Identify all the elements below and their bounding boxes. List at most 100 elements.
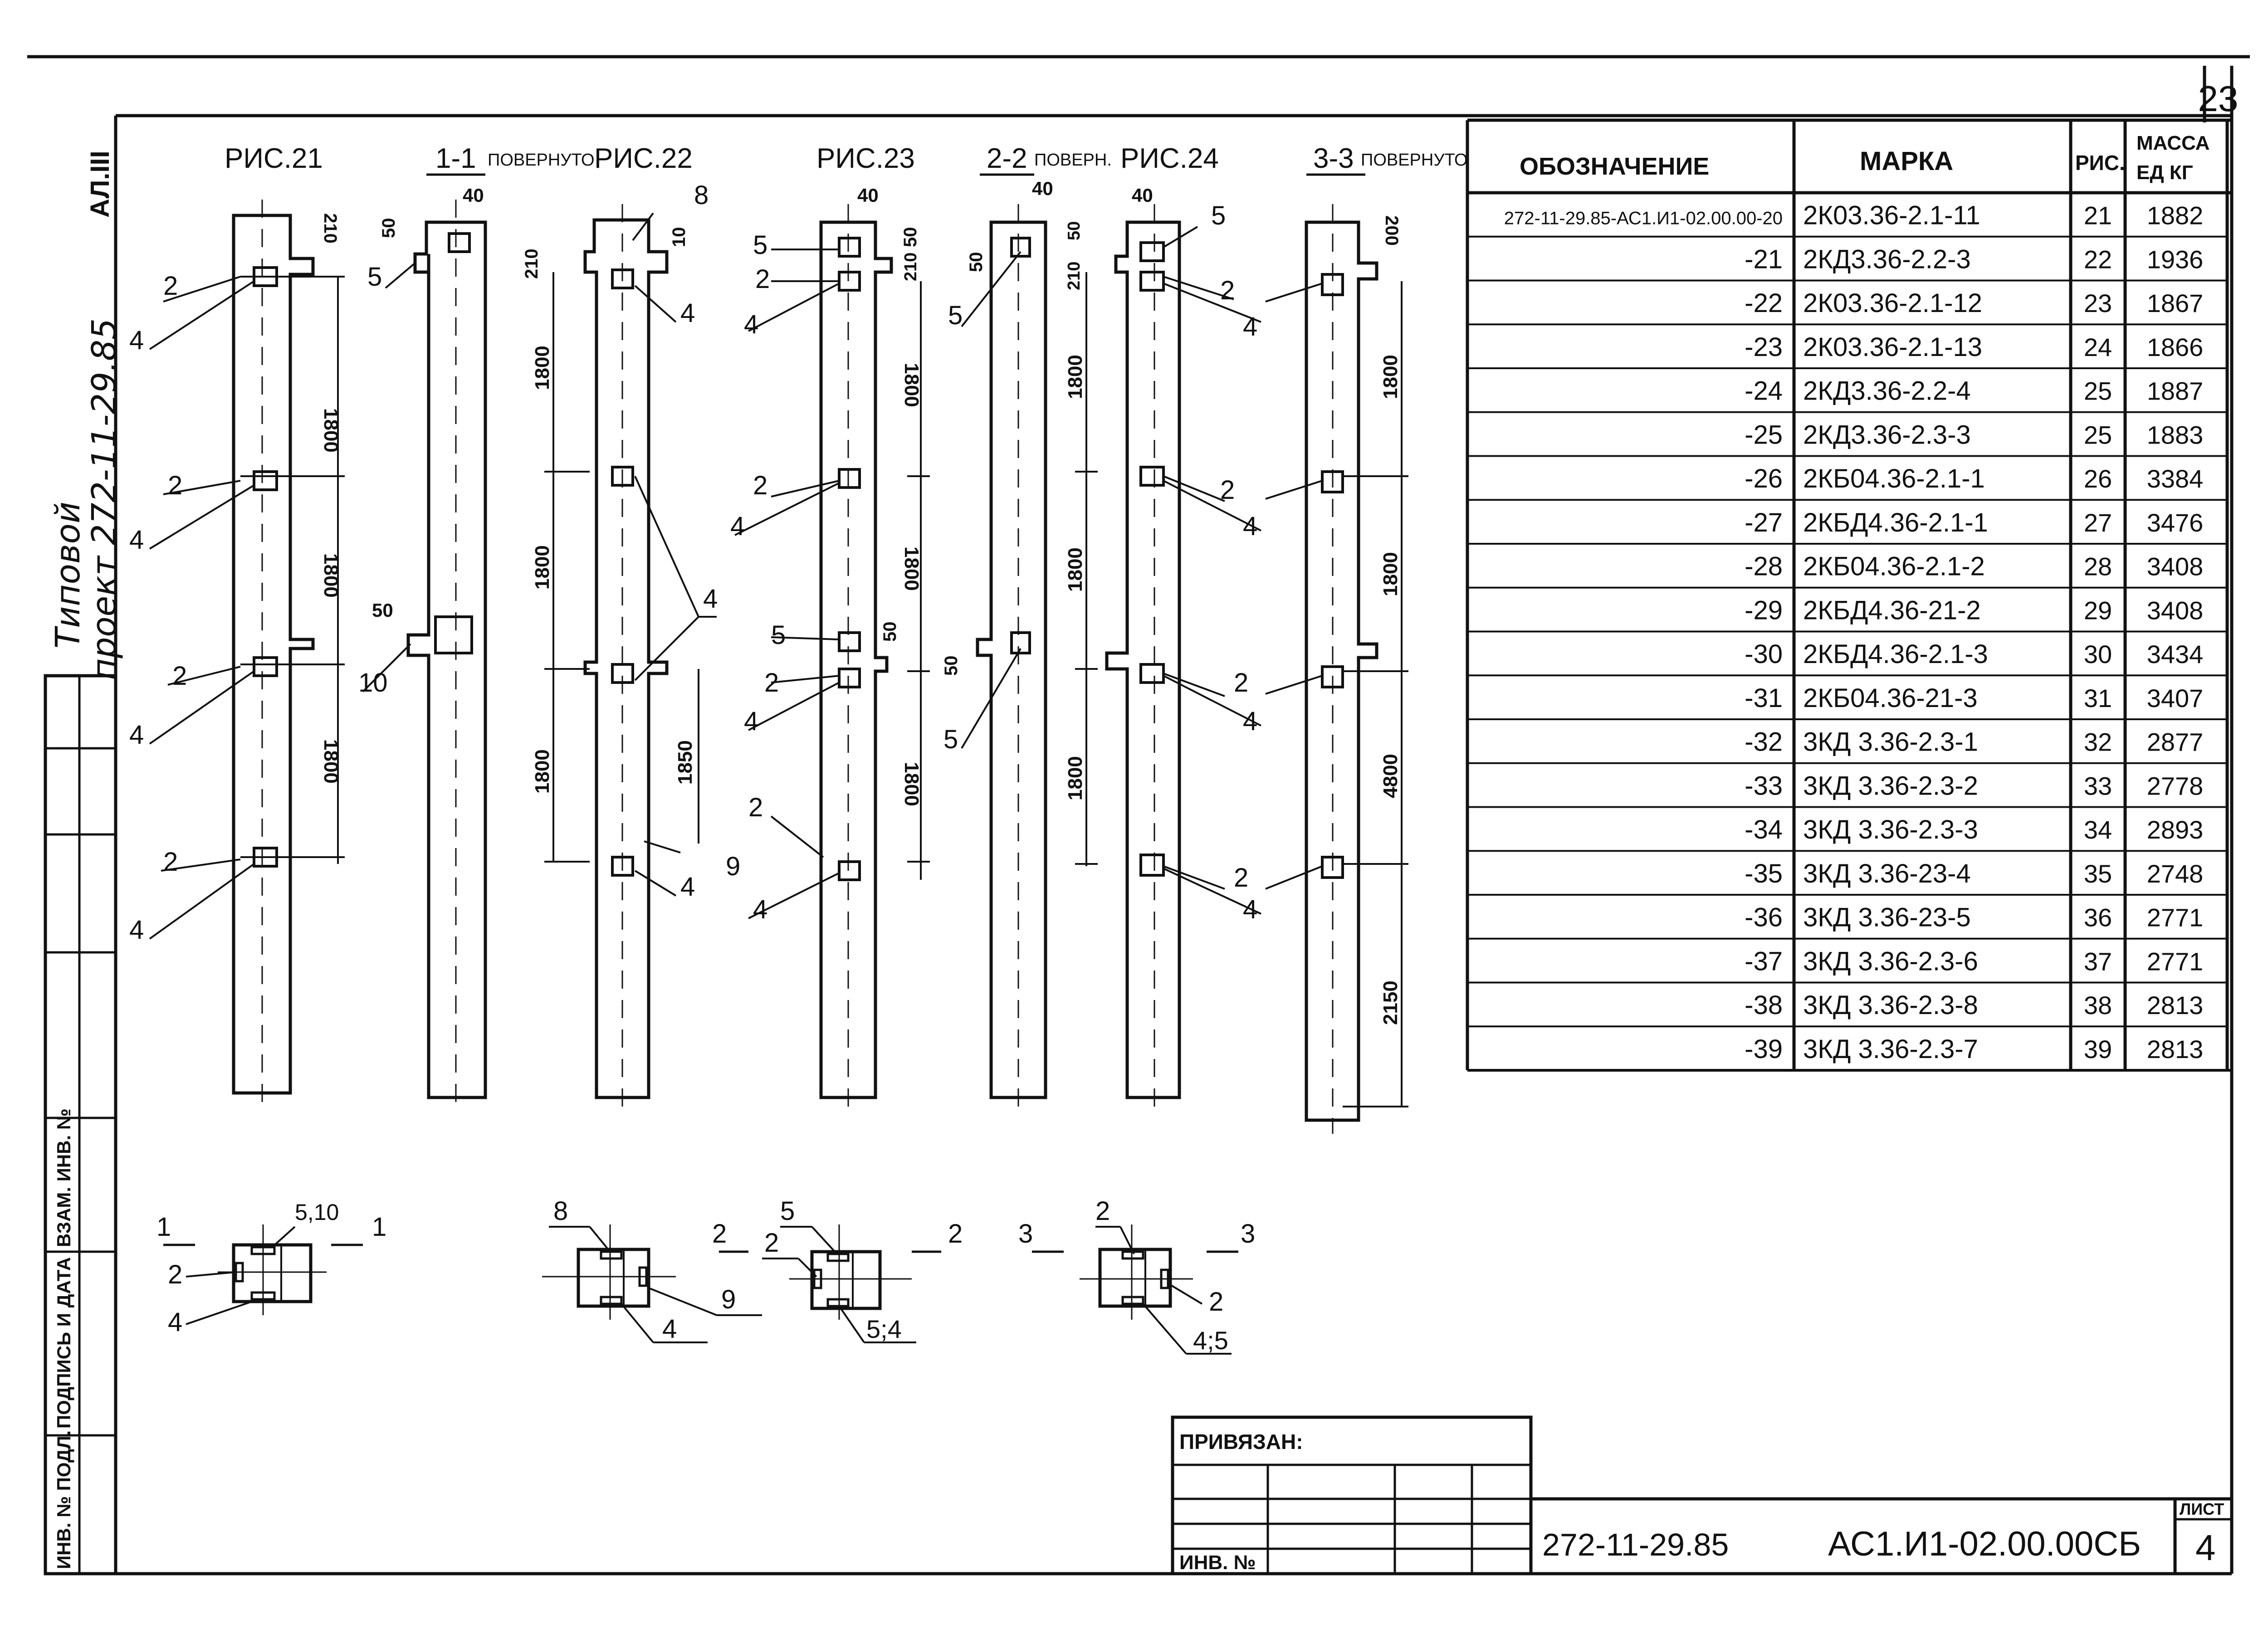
svg-text:40: 40 [1032,178,1053,199]
table-cell-designation: -30 [1745,639,1783,669]
table-cell-designation: -39 [1745,1034,1783,1064]
header-fig: РИС. [2075,151,2125,175]
plan-fig22: 8 9 4 [542,1196,762,1344]
table-cell-fig: 34 [2084,815,2112,844]
table-cell-mass: 1882 [2147,201,2204,230]
svg-text:2: 2 [1095,1196,1110,1226]
svg-text:2: 2 [712,1219,727,1249]
svg-text:1850: 1850 [674,740,696,785]
table-cell-mark: 2КБ04.36-21-3 [1803,683,1978,713]
table-cell-designation: -29 [1745,595,1783,625]
table-cell-fig: 28 [2084,552,2112,581]
column-section-1-1 [406,200,487,1111]
callout-labels: 2 4 2 4 2 4 2 4 5 10 8 4 4 4 9 5 2 4 2 4… [129,180,1257,945]
svg-text:50: 50 [372,600,393,621]
table-cell-mark: 2КБ04.36-2.1-1 [1803,464,1985,493]
side-stamp-sign-date: ПОДПИСЬ И ДАТА [53,1257,74,1429]
table-cell-mass: 2813 [2147,1035,2204,1063]
svg-text:2: 2 [764,668,779,697]
table-cell-fig: 35 [2084,859,2112,888]
svg-text:10: 10 [669,227,689,248]
svg-text:4: 4 [703,584,718,614]
table-cell-mass: 2771 [2147,903,2204,932]
header-mass-1: МАССА [2136,132,2210,154]
stamp-code-left: 272-11-29.85 [1542,1527,1729,1562]
svg-text:2: 2 [1209,1287,1223,1317]
table-cell-fig: 25 [2084,377,2112,405]
svg-text:1800: 1800 [1064,756,1086,800]
svg-text:1800: 1800 [531,749,553,794]
svg-text:5: 5 [367,262,382,292]
table-cell-fig: 39 [2084,1035,2112,1063]
table-cell-designation: -37 [1745,946,1783,976]
plan-section-2-2: 2 2 5 2 5;4 [712,1196,963,1343]
sheet-number: 23 [2198,78,2239,119]
svg-text:2: 2 [168,471,182,500]
table-cell-designation: -22 [1745,288,1783,318]
svg-text:1800: 1800 [1379,552,1402,596]
svg-text:2: 2 [1234,863,1248,893]
svg-text:40: 40 [857,185,879,206]
table-cell-mass: 3384 [2147,464,2204,493]
table-cell-mark: 2КБ04.36-2.1-2 [1803,552,1985,581]
table-cell-mark: 3КД 3.36-2.3-1 [1803,727,1978,757]
svg-text:2: 2 [168,1260,182,1289]
table-cell-mark: 3КД 3.36-2.3-8 [1803,990,1978,1020]
table-cell-designation: -24 [1745,376,1783,406]
table-cell-mark: 2КБД4.36-2.1-1 [1803,508,1988,537]
table-cell-fig: 36 [2084,903,2112,932]
caption-fig21: РИС.21 [225,143,323,174]
svg-text:10: 10 [358,668,388,697]
table-cell-fig: 26 [2084,464,2112,493]
svg-text:2: 2 [748,793,763,822]
svg-text:5;4: 5;4 [866,1315,902,1343]
svg-text:210: 210 [901,253,920,281]
table-cell-mark: 3КД 3.36-2.3-3 [1803,815,1978,844]
svg-text:2: 2 [163,271,178,301]
dimension-lines [240,272,1408,1107]
svg-text:2150: 2150 [1379,980,1402,1025]
table-cell-mass: 1867 [2147,289,2204,317]
table-cell-mark: 3КД 3.36-2.3-2 [1803,771,1978,800]
table-cell-fig: 38 [2084,991,2112,1019]
svg-text:4;5: 4;5 [1193,1326,1228,1355]
svg-text:1800: 1800 [320,408,342,453]
stamp-sheet-label: ЛИСТ [2180,1500,2224,1518]
table-cell-designation: -32 [1745,727,1783,757]
plan-section-3-3: 3 3 2 2 4;5 [1018,1196,1255,1355]
svg-text:2: 2 [1220,276,1235,305]
svg-text:50: 50 [379,218,399,239]
svg-text:1800: 1800 [900,762,923,806]
spec-table-header: ОБОЗНАЧЕНИЕ МАРКА РИС. МАССА ЕД КГ [1520,132,2210,184]
table-cell-mass: 3408 [2147,596,2204,624]
table-cell-mass: 3408 [2147,552,2204,581]
table-cell-mark: 3КД 3.36-2.3-7 [1803,1034,1978,1064]
svg-text:1800: 1800 [1379,355,1402,399]
svg-text:1800: 1800 [1064,547,1086,592]
svg-text:1: 1 [156,1212,171,1242]
svg-text:50: 50 [900,227,920,248]
caption-section-3-3-note: ПОВЕРНУТО [1361,151,1468,170]
table-cell-fig: 29 [2084,596,2112,624]
table-cell-mass: 2771 [2147,947,2204,976]
table-cell-mark: 3КД 3.36-2.3-6 [1803,946,1978,976]
table-cell-mass: 2877 [2147,728,2204,756]
figure-captions: РИС.21 1-1 ПОВЕРНУТО РИС.22 РИС.23 2-2 П… [225,143,1468,176]
stamp-inv: ИНВ. № [1179,1551,1256,1574]
svg-text:2: 2 [1220,475,1235,505]
table-cell-mark: 3КД 3.36-23-5 [1803,903,1971,932]
svg-text:5: 5 [753,230,767,260]
caption-fig23: РИС.23 [816,143,915,174]
table-cell-fig: 31 [2084,684,2112,712]
header-mark: МАРКА [1860,146,1953,176]
caption-fig22: РИС.22 [594,143,693,174]
side-stamp: ИНВ. № ПОДЛ. ПОДПИСЬ И ДАТА ВЗАМ. ИНВ. № [44,674,117,1575]
caption-section-3-3: 3-3 [1313,143,1354,174]
table-cell-fig: 37 [2084,947,2112,976]
table-cell-mass: 1866 [2147,333,2204,361]
svg-text:5,10: 5,10 [295,1200,339,1225]
svg-text:4: 4 [129,720,144,750]
table-cell-designation: -23 [1745,332,1783,362]
table-cell-designation: -38 [1745,990,1783,1020]
